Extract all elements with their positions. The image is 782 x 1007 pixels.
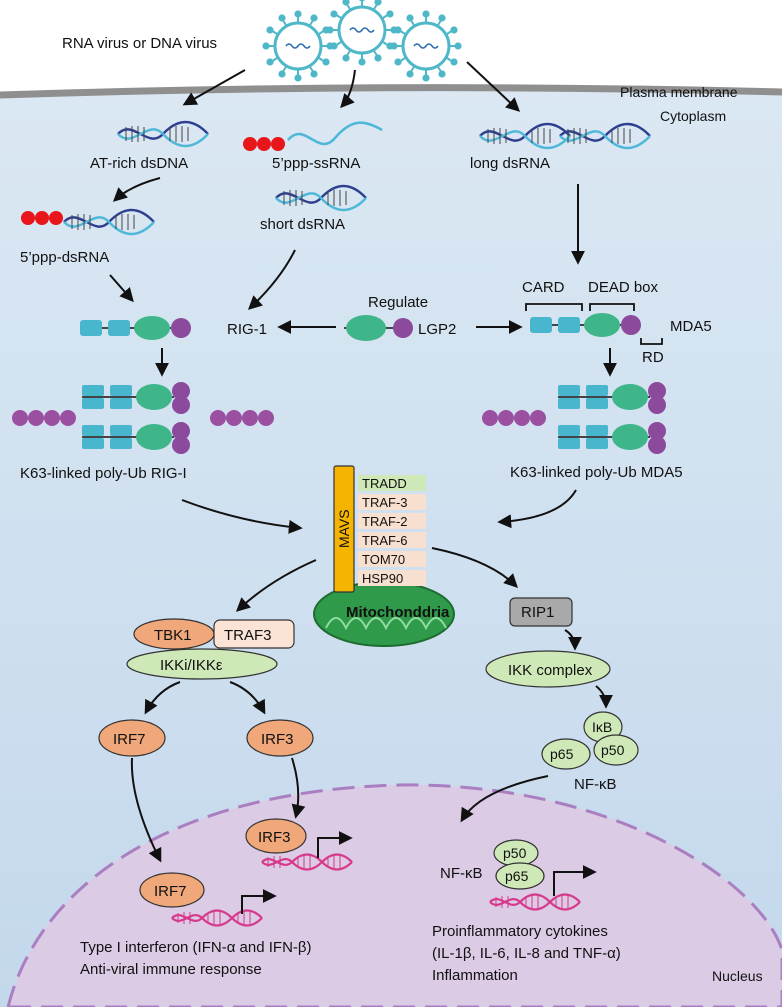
p65-label: p65: [550, 746, 574, 762]
p50-node: [593, 734, 639, 766]
virus-particle: [325, 0, 399, 67]
right-outcome-2: (IL-1β, IL-6, IL-8 and TNF-α): [432, 945, 621, 962]
dead-box-label: DEAD box: [588, 279, 659, 296]
irf3-nuc-label: IRF3: [258, 829, 291, 846]
card-label: CARD: [522, 279, 565, 296]
left-outcome-2: Anti-viral immune response: [80, 961, 262, 978]
irf-arrows: [130, 757, 306, 863]
mito-label: Mitochonddria: [346, 604, 450, 621]
ppp-dsrna-label: 5’ppp-dsRNA: [20, 249, 109, 266]
ppp-ssrna-label: 5’ppp-ssRNA: [272, 155, 360, 172]
mavs-arrows: [181, 489, 577, 534]
nfkb-nuclear-label: NF-κB: [440, 865, 483, 882]
partner-box: [358, 532, 426, 548]
irf7-nuclear-node: [139, 872, 205, 908]
p50-nuc-label: p50: [503, 845, 527, 861]
left-outcome-1: Type I interferon (IFN-α and IFN-β): [80, 939, 312, 956]
mda5-label: MDA5: [670, 318, 712, 335]
partner-box: [358, 513, 426, 529]
mavs-bar: [333, 465, 355, 593]
ub-chain-left: [12, 410, 76, 426]
ikki-node: [126, 648, 278, 680]
right-outcome-1: Proinflammatory cytokines: [432, 923, 608, 940]
regulate-label: Regulate: [368, 294, 428, 311]
virus-particle: [389, 9, 463, 83]
ikb-label: IκB: [592, 719, 612, 735]
p65-node: [541, 738, 591, 770]
p50-label: p50: [601, 742, 625, 758]
ub-chain-mda5: [482, 410, 546, 426]
regulate-arrows: [155, 320, 617, 377]
rip1-arrow: [564, 629, 582, 651]
irf3-node: [246, 719, 314, 757]
mavs-label: MAVS: [336, 509, 352, 548]
irf7-transcription-arrow: [241, 889, 277, 914]
virus-label: RNA virus or DNA virus: [62, 35, 217, 52]
traf3-label: TRAF3: [224, 627, 272, 644]
irf3-transcription-arrow: [317, 831, 353, 858]
ub-mda5-label: K63-linked poly-Ub MDA5: [510, 464, 683, 481]
tbk1-label: TBK1: [154, 627, 192, 644]
plasma-membrane: [0, 84, 782, 99]
lgp2-receptor: [344, 315, 413, 341]
ub-chain-right: [210, 410, 274, 426]
nfkb-transcription-arrow: [553, 865, 597, 896]
nfkb-translocation-arrow: [460, 775, 549, 823]
domain-brackets: [525, 303, 663, 345]
ppp-dsrna-icon: [21, 211, 63, 225]
mavs-partners: TRADD TRAF-3 TRAF-2 TRAF-6 TOM70 HSP90: [358, 475, 426, 586]
ikki-label: IKKi/IKKε: [160, 657, 223, 674]
rip1-node: [509, 597, 573, 627]
nucleus-label: Nucleus: [712, 968, 763, 984]
nfkb-label: NF-κB: [574, 776, 617, 793]
rip1-label: RIP1: [521, 604, 554, 621]
partner-traf2: TRAF-2: [362, 514, 408, 529]
irf7-node: [98, 719, 166, 757]
short-dsrna-label: short dsRNA: [260, 216, 345, 233]
irf7-nuc-label: IRF7: [154, 883, 187, 900]
irf7-label: IRF7: [113, 731, 146, 748]
rig1-label: RIG-1: [227, 321, 267, 338]
at-rich-label: AT-rich dsDNA: [90, 155, 188, 172]
membrane-label: Plasma membrane: [620, 84, 738, 100]
entry-arrows: [182, 61, 521, 112]
traf3-node: [213, 619, 295, 649]
nucleus: [6, 783, 782, 1007]
partner-tom70: TOM70: [362, 552, 405, 567]
long-dsrna-label: long dsRNA: [470, 155, 550, 172]
ikk-complex-arrow: [595, 685, 613, 709]
ikk-arrows: [144, 681, 266, 715]
partner-traf3: TRAF-3: [362, 495, 408, 510]
lgp2-label: LGP2: [418, 321, 456, 338]
rd-label: RD: [642, 349, 664, 366]
partner-hsp90: HSP90: [362, 571, 403, 586]
ppp-ssrna-icon: [243, 121, 383, 151]
irf3-label: IRF3: [261, 731, 294, 748]
p65-nuc-label: p65: [505, 868, 529, 884]
partner-box: [358, 551, 426, 567]
downstream-arrows: [235, 547, 518, 612]
irf3-nuclear-node: [245, 818, 307, 854]
ikk-complex-node: [485, 650, 611, 688]
right-outcome-3: Inflammation: [432, 967, 518, 984]
virus-particle: [261, 9, 335, 83]
partner-box: [358, 570, 426, 586]
partner-box: [358, 475, 426, 491]
partner-tradd: TRADD: [362, 476, 407, 491]
partner-traf6: TRAF-6: [362, 533, 408, 548]
ikk-complex-label: IKK complex: [508, 662, 593, 679]
cytoplasm-label: Cytoplasm: [660, 108, 726, 124]
p65-nuclear-node: [495, 862, 545, 890]
ub-rig-label: K63-linked poly-Ub RIG-I: [20, 465, 187, 482]
partner-box: [358, 494, 426, 510]
mitochondria: [313, 581, 455, 647]
ligand-arrows: [109, 177, 585, 310]
